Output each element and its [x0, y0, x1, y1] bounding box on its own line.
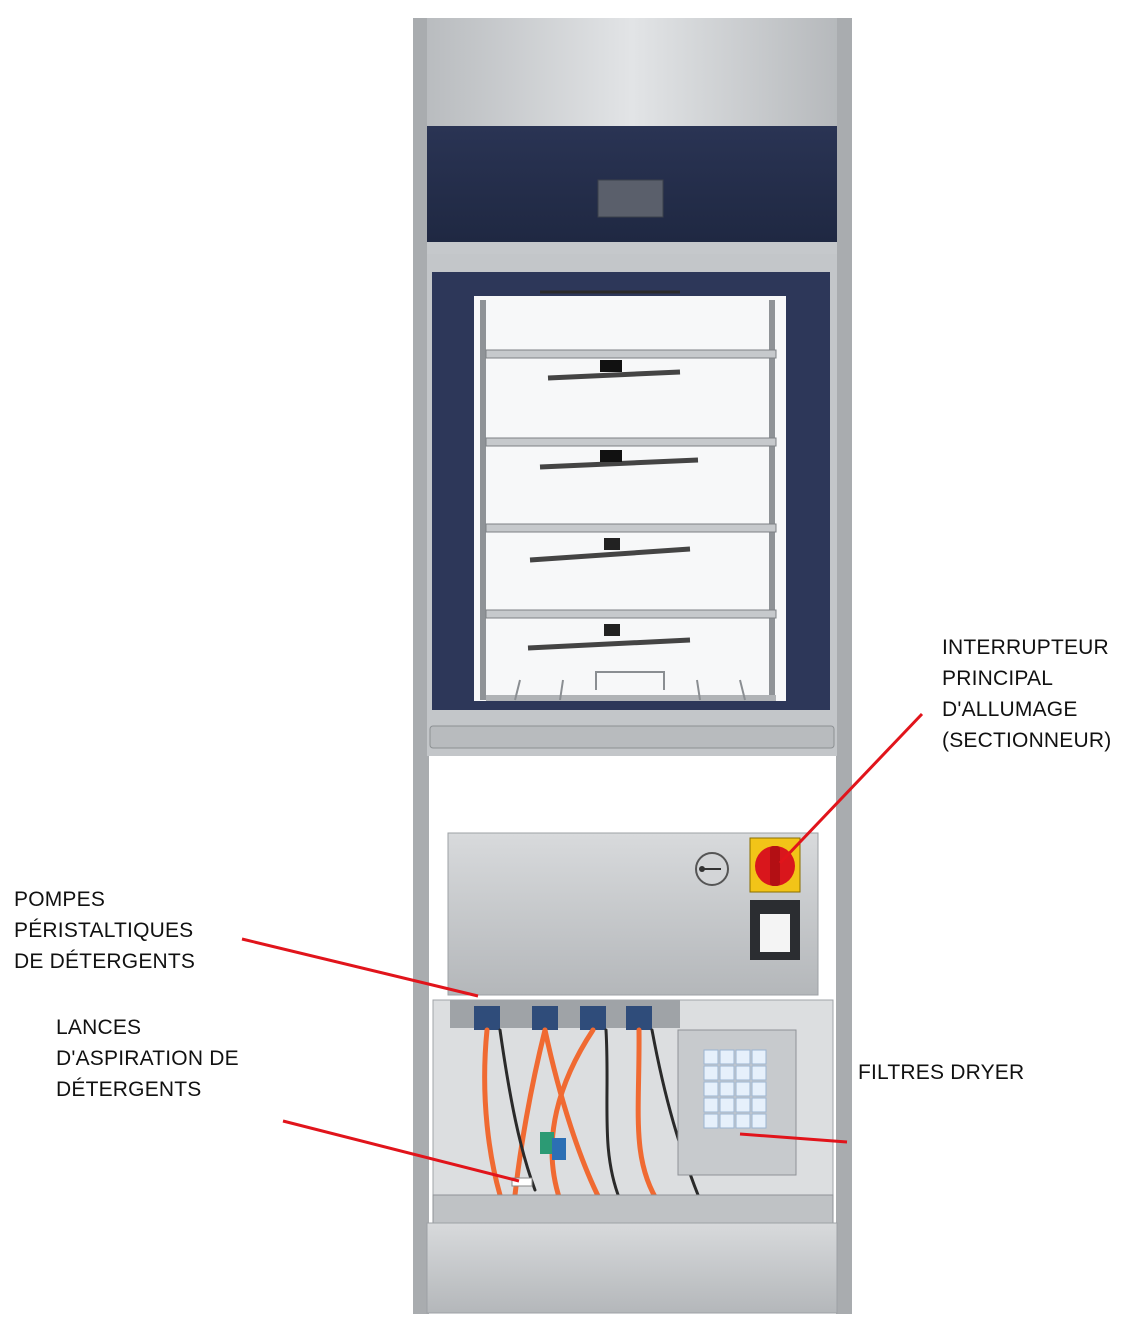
lances-label-line: LANCES [56, 1016, 142, 1039]
rack-shelf [485, 437, 777, 470]
main-switch-label-line: (SECTIONNEUR) [942, 729, 1112, 752]
peristaltic-pump [532, 1006, 558, 1030]
lances-label: LANCES D'ASPIRATION DE DÉTERGENTS [56, 1012, 239, 1105]
pumps-label-line: PÉRISTALTIQUES [14, 919, 194, 942]
leader-line-lances [282, 1119, 520, 1183]
dryer-filters-label-line: FILTRES DRYER [858, 1061, 1025, 1084]
wash-chamber-window [474, 296, 786, 701]
peristaltic-pump [626, 1006, 652, 1030]
main-switch-label-line: PRINCIPAL [942, 667, 1054, 690]
rack-shelf [485, 609, 777, 651]
drip-tray [432, 1194, 834, 1224]
detergent-hoses [482, 1027, 702, 1208]
main-switch-label-line: INTERRUPTEUR [942, 636, 1109, 659]
dryer-filters-label: FILTRES DRYER [858, 1057, 1024, 1088]
lances-label-line: D'ASPIRATION DE [56, 1047, 239, 1070]
door-handle-bar [429, 725, 835, 749]
pumps-label: POMPES PÉRISTALTIQUES DE DÉTERGENTS [14, 884, 195, 977]
display-screen [597, 179, 664, 218]
chamber-rail-left [480, 300, 486, 700]
main-switch-lever [770, 846, 780, 886]
right-side-column [836, 18, 852, 1314]
leader-line-dryer [739, 1132, 848, 1144]
dryer-filter-grid [703, 1049, 767, 1129]
control-band-trim [427, 242, 837, 254]
pumps-label-line: POMPES [14, 888, 106, 911]
lances-label-line: DÉTERGENTS [56, 1078, 202, 1101]
leader-line-pumps [241, 937, 479, 998]
suction-lances [511, 1132, 566, 1187]
rack-shelf [485, 523, 777, 563]
chamber-rail-right [769, 300, 775, 700]
peristaltic-pump [474, 1006, 500, 1030]
bottom-basket [486, 671, 776, 701]
main-switch-label: INTERRUPTEUR PRINCIPAL D'ALLUMAGE (SECTI… [942, 632, 1111, 756]
usb-port-icon [695, 852, 729, 886]
peristaltic-pump [580, 1006, 606, 1030]
top-cover-panel [427, 18, 837, 126]
pumps-label-line: DE DÉTERGENTS [14, 950, 196, 973]
printer-paper [760, 914, 790, 952]
leader-line-main-switch [778, 712, 924, 865]
main-switch-label-line: D'ALLUMAGE [942, 698, 1078, 721]
left-side-column [413, 18, 429, 1314]
plinth [426, 1222, 838, 1314]
rack-shelf [485, 349, 777, 381]
